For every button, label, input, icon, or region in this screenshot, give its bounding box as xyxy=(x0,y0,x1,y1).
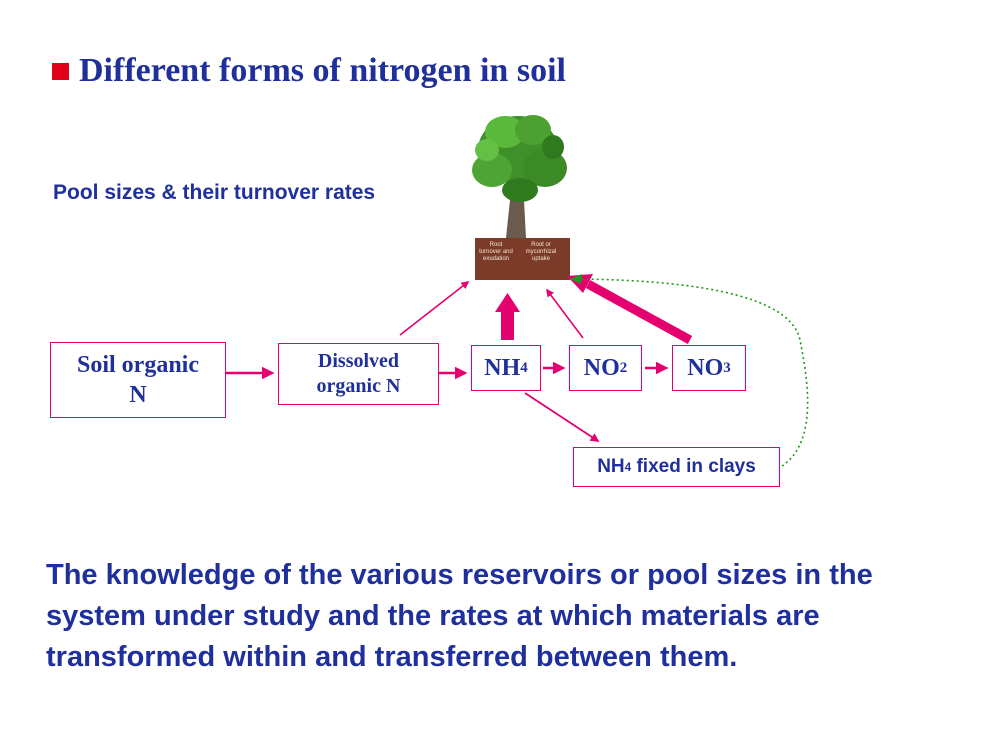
slide-title: Different forms of nitrogen in soil xyxy=(52,52,566,90)
no3-subscript: 3 xyxy=(723,359,731,376)
tree-canopy xyxy=(472,115,567,202)
clays-subscript: 4 xyxy=(624,460,632,474)
pool-dissolved-organic-n: Dissolved organic N xyxy=(278,343,439,405)
no2-subscript: 2 xyxy=(619,359,628,376)
soil-label-right-line3: uptake xyxy=(531,256,550,262)
pool-soil-organic-n: Soil organic N xyxy=(50,342,226,418)
soil-label-right: Root or mycorrhizal uptake xyxy=(520,242,562,263)
square-bullet-icon xyxy=(52,62,69,80)
soil-label-right-line2: mycorrhizal xyxy=(525,249,557,255)
pool-dissolved-line1: Dissolved xyxy=(317,350,400,372)
thick-arrow-no3-shaft xyxy=(585,280,693,344)
clays-suffix: fixed in clays xyxy=(631,456,756,477)
dotted-arrow-head xyxy=(570,274,582,284)
soil-label-left-line2: turnover and xyxy=(479,249,513,255)
thick-arrow-nh4-uptake xyxy=(495,293,520,340)
pool-soil-organic-line1: Soil organic xyxy=(76,352,199,378)
pool-soil-organic-line2: N xyxy=(129,382,147,408)
nh4-base: NH xyxy=(484,354,521,381)
arrow-nh4-to-clays xyxy=(524,392,600,442)
soil-label-left-line1: Root xyxy=(489,242,503,248)
no3-base: NO xyxy=(687,354,724,381)
no2-base: NO xyxy=(583,354,620,381)
clays-nh-base: NH xyxy=(597,456,625,477)
dotted-arrow-clays-to-plant xyxy=(576,278,809,467)
tree-illustration xyxy=(472,115,570,280)
pool-dissolved-line2: organic N xyxy=(316,375,401,397)
soil-label-right-line1: Root or xyxy=(531,242,551,248)
soil-block xyxy=(475,238,570,280)
title-text: Different forms of nitrogen in soil xyxy=(79,52,566,89)
nh4-subscript: 4 xyxy=(520,359,528,376)
diagram-subtitle: Pool sizes & their turnover rates xyxy=(53,181,376,204)
soil-label-left-line3: exudation xyxy=(482,256,510,262)
body-text: The knowledge of the various reservoirs … xyxy=(46,559,873,673)
soil-label-left: Root turnover and exudation xyxy=(476,242,516,263)
arrow-no2-uptake xyxy=(546,288,584,339)
arrow-dissolved-uptake xyxy=(399,281,470,336)
